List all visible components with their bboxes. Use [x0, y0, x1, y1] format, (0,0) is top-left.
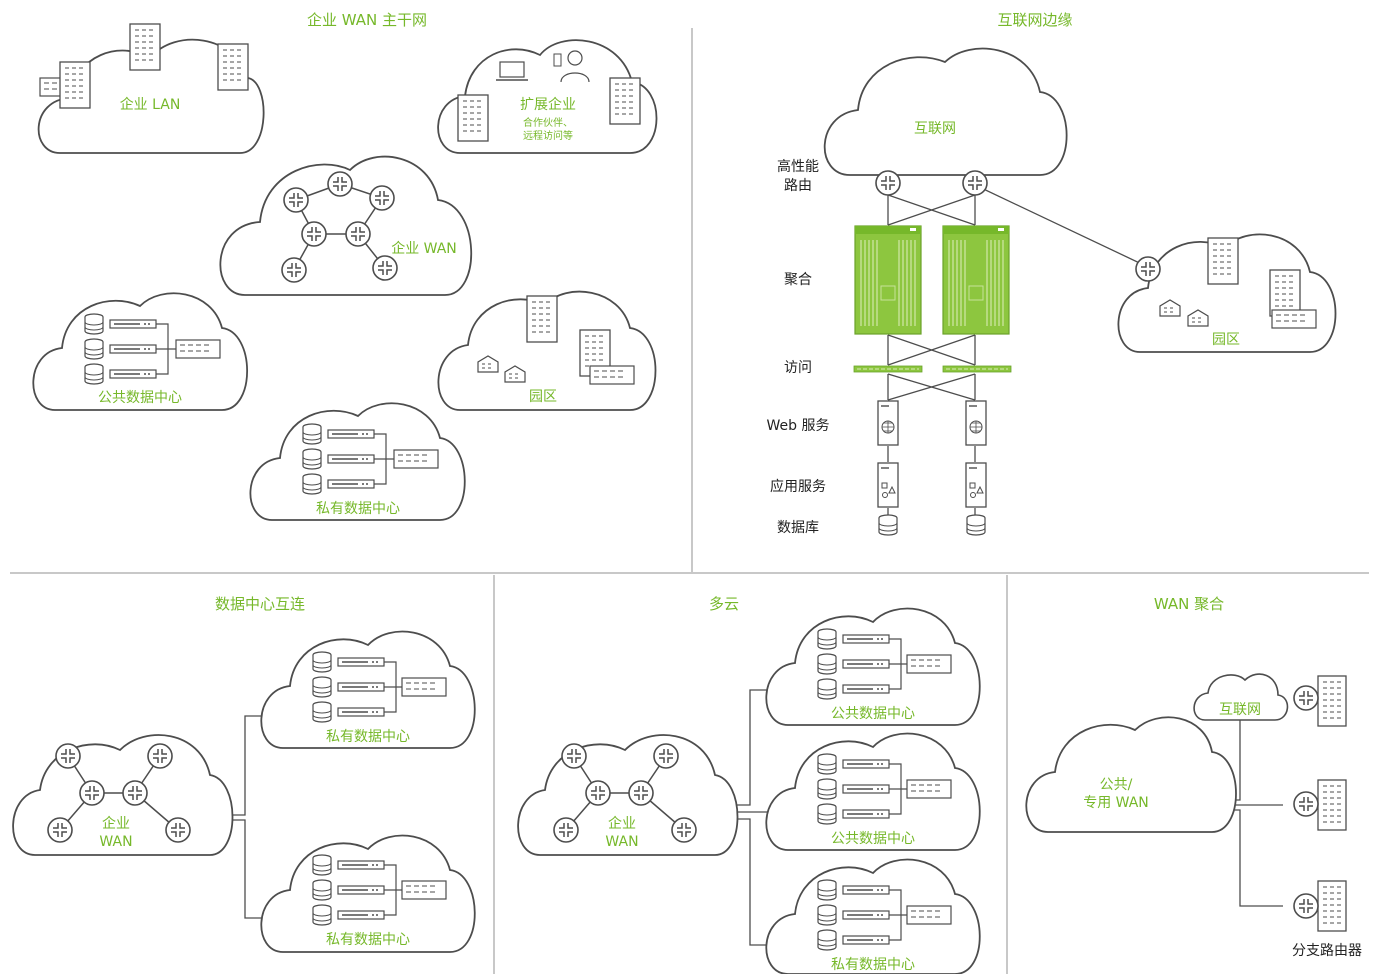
- layer-label-aggregation: 聚合: [784, 272, 812, 288]
- panel-dividers: [10, 28, 1369, 974]
- cloud-multi-dc-3: 私有数据中心: [765, 858, 981, 974]
- cloud-label-dci-dc-bottom: 私有数据中心: [326, 932, 410, 948]
- panel-title: 互联网边缘: [997, 11, 1072, 29]
- cloud-dci-dc-bottom: 私有数据中心: [260, 834, 476, 953]
- cloud-sublabel-extended-2: 远程访问等: [523, 129, 573, 142]
- panel-wan-backbone: 企业 WAN 主干网 企业 LAN 扩展企业 合作伙: [32, 11, 658, 521]
- cloud-label-private-dc: 私有数据中心: [316, 501, 400, 517]
- person-icon: [553, 50, 590, 83]
- cloud-dci-wan: 企业 WAN: [12, 734, 234, 856]
- panel-multicloud: 多云 企业 WAN: [517, 595, 981, 974]
- cloud-label-multi-wan-1: 企业: [608, 815, 636, 832]
- cloud-dci-dc-top: 私有数据中心: [260, 630, 476, 749]
- panel-title: 多云: [709, 595, 739, 613]
- cloud-label-wan: 企业 WAN: [391, 240, 457, 257]
- cloud-edge-campus: 园区: [1117, 233, 1337, 353]
- layer-label-routing-2: 路由: [784, 178, 812, 194]
- cloud-label-multi-wan-2: WAN: [605, 834, 638, 850]
- branch-router-label: 分支路由器: [1292, 943, 1362, 959]
- cloud-multi-dc-1: 公共数据中心: [765, 607, 981, 726]
- cloud-internet: 互联网: [823, 47, 1068, 176]
- cloud-label-agg-wan-2: 专用 WAN: [1083, 795, 1149, 811]
- layer-label-db: 数据库: [777, 520, 819, 536]
- cloud-label-multi-dc-1: 公共数据中心: [831, 706, 915, 722]
- cloud-private-dc: 私有数据中心: [249, 402, 466, 521]
- cloud-label-extended: 扩展企业: [520, 96, 576, 113]
- cloud-label-agg-internet: 互联网: [1219, 702, 1261, 718]
- cloud-label-lan: 企业 LAN: [120, 96, 181, 113]
- layer-label-app: 应用服务: [770, 478, 826, 495]
- layer-label-routing-1: 高性能: [777, 158, 819, 175]
- cloud-label-dci-wan-2: WAN: [99, 834, 132, 850]
- cloud-multi-dc-2: 公共数据中心: [765, 732, 981, 851]
- cloud-label-dci-wan-1: 企业: [102, 815, 130, 832]
- cloud-label-multi-dc-3: 私有数据中心: [831, 957, 915, 973]
- cloud-label-internet: 互联网: [914, 121, 956, 137]
- panel-wan-aggregation: WAN 聚合 互联网 公共/ 专用 WAN 分支路由器: [1025, 595, 1362, 959]
- panel-dci: 数据中心互连 企业 WAN: [12, 595, 476, 953]
- layer-label-access: 访问: [784, 360, 812, 376]
- cloud-sublabel-extended-1: 合作伙伴、: [523, 116, 573, 129]
- panel-title: 数据中心互连: [215, 595, 305, 613]
- layer-labels: 高性能 路由 聚合 访问 Web 服务 应用服务 数据库: [767, 158, 830, 536]
- cloud-multi-wan: 企业 WAN: [517, 734, 739, 856]
- cloud-enterprise-wan: 企业 WAN: [219, 155, 473, 296]
- cloud-agg-internet: 互联网: [1193, 673, 1289, 721]
- panel-title: 企业 WAN 主干网: [307, 11, 427, 29]
- cloud-campus: 园区: [437, 290, 657, 411]
- panel-title: WAN 聚合: [1154, 595, 1224, 613]
- cloud-label-dci-dc-top: 私有数据中心: [326, 729, 410, 745]
- cloud-public-dc: 公共数据中心: [32, 292, 248, 411]
- cloud-extended-enterprise: 扩展企业 合作伙伴、 远程访问等: [437, 39, 658, 154]
- cloud-label-edge-campus: 园区: [1212, 332, 1240, 348]
- cloud-label-campus: 园区: [529, 389, 557, 405]
- cloud-enterprise-lan: 企业 LAN: [37, 23, 265, 154]
- cloud-agg-wan: 公共/ 专用 WAN: [1025, 716, 1237, 833]
- laptop-icon: [496, 61, 528, 81]
- cloud-label-multi-dc-2: 公共数据中心: [831, 831, 915, 847]
- panel-internet-edge: 互联网边缘 互联网: [767, 11, 1337, 536]
- cloud-label-public-dc: 公共数据中心: [98, 390, 182, 406]
- layer-label-web: Web 服务: [767, 418, 830, 434]
- cloud-label-agg-wan-1: 公共/: [1100, 777, 1133, 793]
